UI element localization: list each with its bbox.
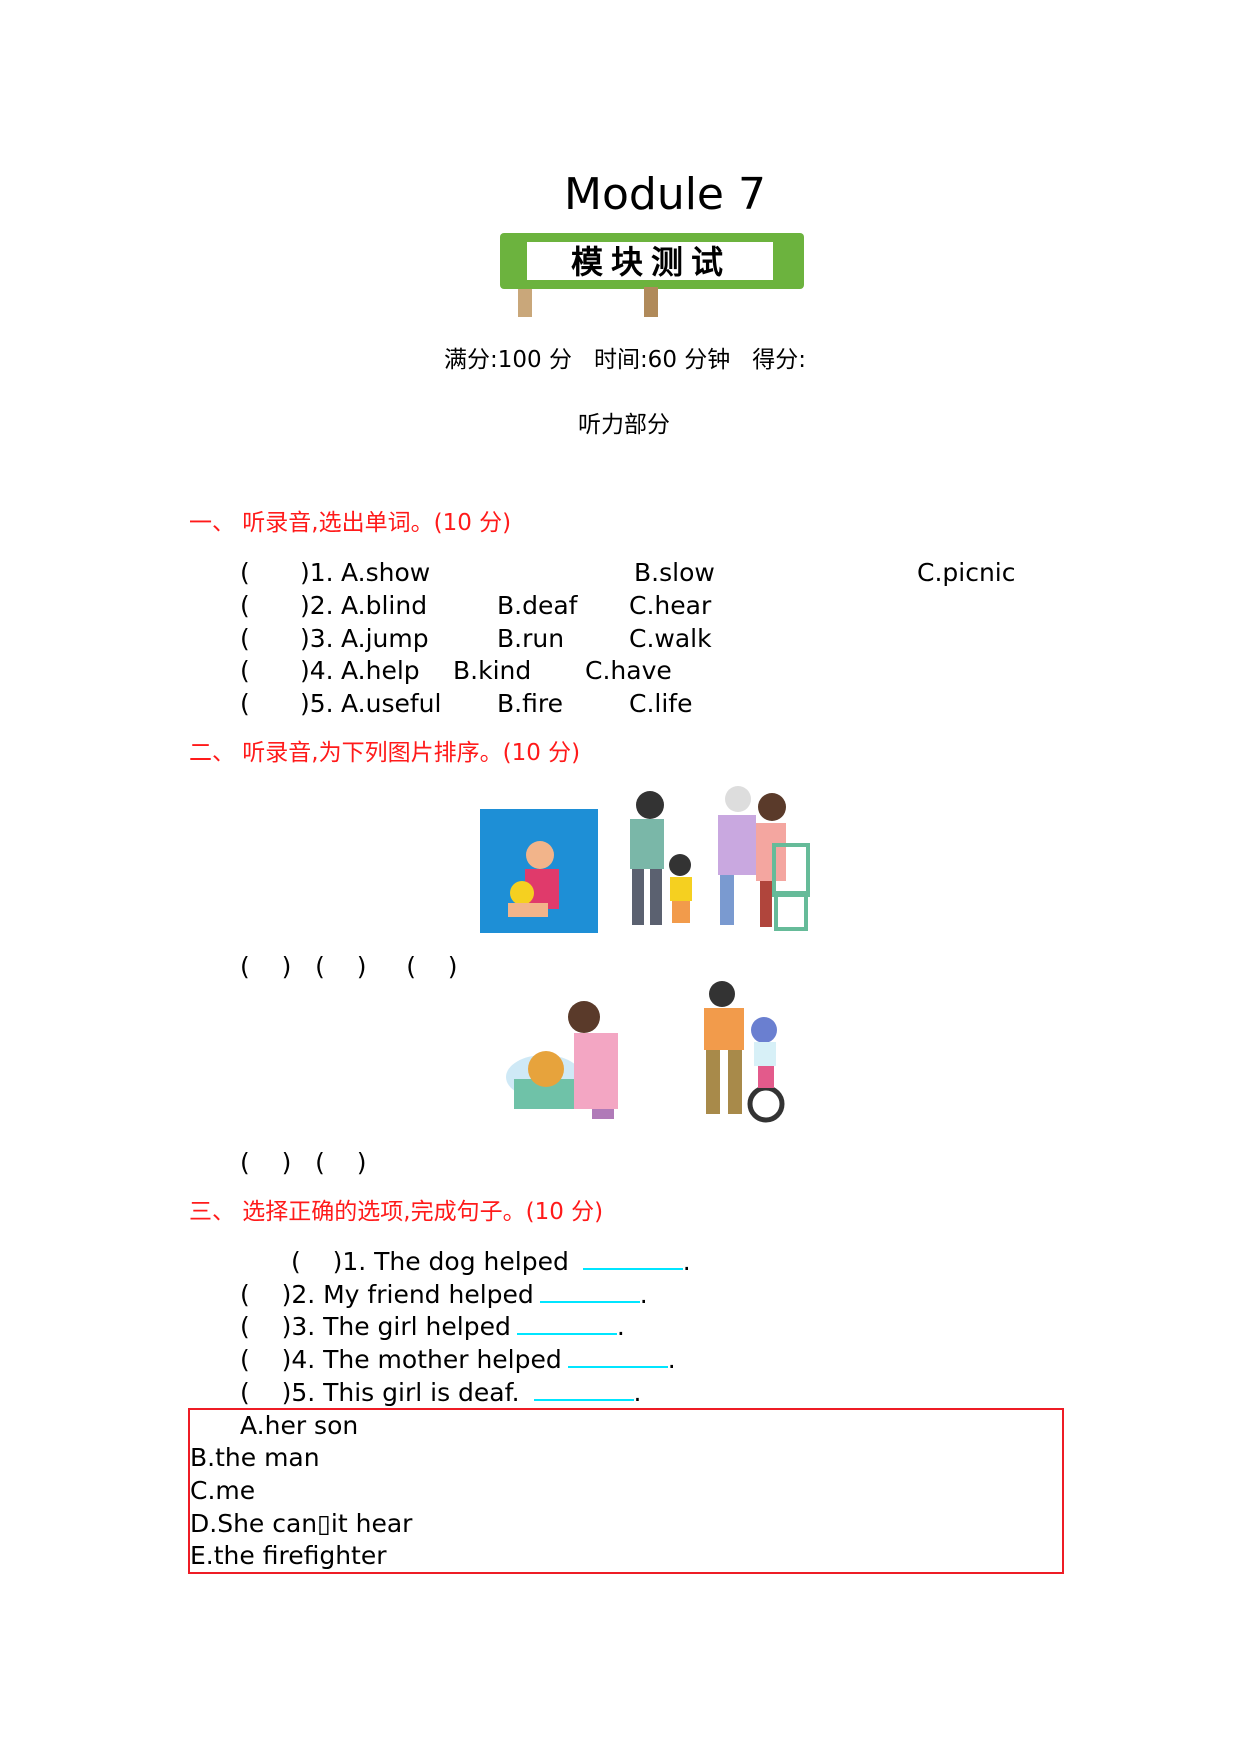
option-a: A.jump <box>341 624 429 653</box>
question-row: ( )2. My friend helped. <box>240 1280 648 1309</box>
score-field: 得分: <box>752 347 806 373</box>
question-text: )1. The dog helped <box>332 1247 577 1276</box>
order-blanks-row2: ( ) ( ) <box>240 1148 367 1177</box>
option-c: C.hear <box>629 591 712 620</box>
full-score: 满分:100 分 <box>444 347 572 373</box>
option-b: B.run <box>497 624 565 653</box>
answer-paren[interactable]: ( <box>291 1247 301 1276</box>
page-title: Module 7 <box>564 169 766 220</box>
option-c: C.have <box>585 656 672 685</box>
option-item: D.She can▯it hear <box>190 1509 413 1538</box>
question-row: ( )1. The dog helped . <box>291 1247 691 1276</box>
picture-swimming-family <box>480 786 810 933</box>
answer-paren[interactable]: ( <box>240 1312 250 1341</box>
option-b: B.slow <box>634 558 715 587</box>
answer-paren[interactable]: ( <box>240 1345 250 1374</box>
option-b: B.kind <box>453 656 532 685</box>
option-c: C.walk <box>629 624 712 653</box>
section1-heading: 一、 听录音,选出单词。(10 分) <box>189 510 512 536</box>
fill-blank[interactable] <box>582 1248 683 1270</box>
question-text: )3. The girl helped <box>281 1312 511 1341</box>
fill-blank[interactable] <box>539 1281 640 1303</box>
option-a: A.useful <box>341 689 442 718</box>
picture-washing-dog <box>506 1001 618 1119</box>
time-limit: 时间:60 分钟 <box>593 347 731 373</box>
question-text: )5. This girl is deaf. <box>281 1378 528 1407</box>
picture-riding-bike <box>704 981 785 1123</box>
answer-paren[interactable]: ( <box>240 656 250 685</box>
fill-blank[interactable] <box>516 1313 617 1335</box>
option-b: B.deaf <box>497 591 578 620</box>
question-number: )2. <box>300 591 334 620</box>
section3-heading: 三、 选择正确的选项,完成句子。(10 分) <box>189 1199 604 1225</box>
section2-heading: 二、 听录音,为下列图片排序。(10 分) <box>189 740 581 766</box>
answer-paren[interactable]: ( <box>240 558 250 587</box>
options-box <box>188 1408 1064 1574</box>
question-row: ( )3. The girl helped. <box>240 1312 625 1341</box>
answer-paren[interactable]: ( <box>240 1378 250 1407</box>
option-item: A.her son <box>240 1411 359 1440</box>
question-text: )2. My friend helped <box>281 1280 534 1309</box>
question-text: )4. The mother helped <box>281 1345 562 1374</box>
question-number: )4. <box>300 656 334 685</box>
answer-paren[interactable]: ( <box>240 1280 250 1309</box>
order-blanks-row1: ( ) ( ) ( ) <box>240 952 458 981</box>
listening-part-label: 听力部分 <box>578 412 670 438</box>
option-b: B.fire <box>497 689 563 718</box>
option-item: C.me <box>190 1476 256 1505</box>
fill-blank[interactable] <box>567 1346 668 1368</box>
option-a: A.help <box>341 656 420 685</box>
banner-text: 模块测试 <box>571 243 731 281</box>
fill-blank[interactable] <box>533 1379 634 1401</box>
question-number: )3. <box>300 624 334 653</box>
question-number: )5. <box>300 689 334 718</box>
question-row: ( )5. This girl is deaf. . <box>240 1378 642 1407</box>
option-item: B.the man <box>190 1443 320 1472</box>
banner-sign: 模块测试 <box>500 233 804 317</box>
question-number: )1. <box>300 558 334 587</box>
question-row: ( )4. The mother helped. <box>240 1345 676 1374</box>
option-item: E.the firefighter <box>190 1541 387 1570</box>
option-c: C.picnic <box>917 558 1016 587</box>
option-a: A.show <box>341 558 431 587</box>
option-c: C.life <box>629 689 693 718</box>
option-a: A.blind <box>341 591 428 620</box>
answer-paren[interactable]: ( <box>240 591 250 620</box>
answer-paren[interactable]: ( <box>240 624 250 653</box>
exam-meta: 满分:100 分 时间:60 分钟 得分: <box>0 349 1240 372</box>
answer-paren[interactable]: ( <box>240 689 250 718</box>
